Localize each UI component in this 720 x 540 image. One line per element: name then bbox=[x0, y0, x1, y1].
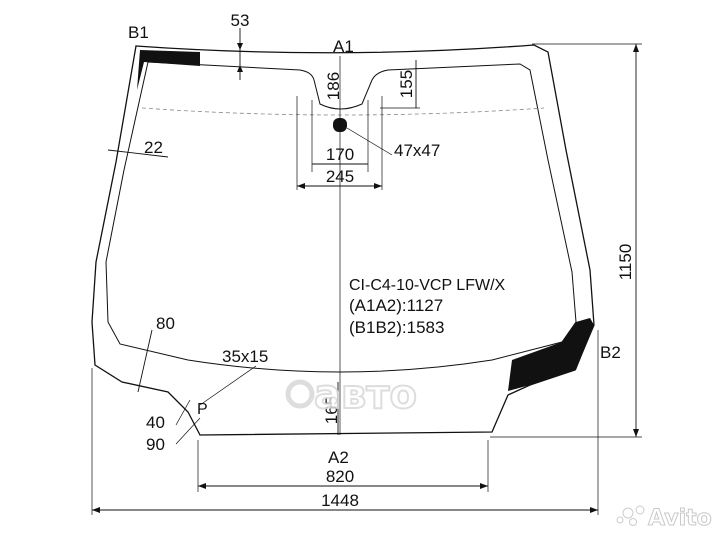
dim-90-leader bbox=[175, 417, 201, 445]
dim-22-line bbox=[107, 149, 169, 158]
frit-top-left bbox=[137, 50, 200, 90]
dim-80-line bbox=[137, 329, 153, 393]
dim-820-label: 820 bbox=[326, 467, 354, 486]
point-b2-label: B2 bbox=[600, 343, 621, 362]
dim-80-label: 80 bbox=[156, 314, 175, 333]
spec-b1b2: (B1B2):1583 bbox=[349, 318, 444, 337]
arrow-down-icon bbox=[237, 43, 243, 50]
watermark-center: авто bbox=[285, 371, 418, 419]
sensor-size-label: 47x47 bbox=[394, 141, 440, 160]
arrow-right-icon bbox=[480, 483, 488, 489]
point-b1-label: B1 bbox=[128, 23, 149, 42]
avito-brand-text: Avito bbox=[648, 506, 712, 531]
dim-245-label: 245 bbox=[326, 167, 354, 186]
watermark-center-text: авто bbox=[314, 372, 417, 418]
arrow-left-icon bbox=[92, 507, 100, 513]
dim-53-label: 53 bbox=[231, 11, 250, 30]
dim-1448-label: 1448 bbox=[321, 491, 359, 510]
spec-a1a2: (A1A2):1127 bbox=[349, 296, 443, 315]
dim-40-leader bbox=[175, 399, 191, 426]
arrow-right-icon bbox=[374, 183, 382, 189]
stamp-leader bbox=[199, 365, 257, 406]
dim-165-label: 165 bbox=[322, 396, 341, 424]
point-a2-label: A2 bbox=[328, 448, 349, 467]
windshield-inner-edge bbox=[105, 61, 577, 373]
arrow-up-icon bbox=[633, 44, 639, 52]
dim-155-label: 155 bbox=[397, 70, 416, 98]
windshield-outline bbox=[91, 44, 595, 436]
dim-186-label: 186 bbox=[324, 72, 343, 100]
dim-40-label: 40 bbox=[146, 413, 165, 432]
arrow-right-icon bbox=[590, 507, 598, 513]
sensor-leader bbox=[346, 127, 393, 156]
shade-band-line bbox=[141, 107, 545, 116]
point-a1-label: A1 bbox=[333, 37, 354, 56]
avito-dot-icon bbox=[616, 516, 624, 524]
arrow-down-icon bbox=[633, 429, 639, 437]
dim-170-label: 170 bbox=[326, 145, 354, 164]
frit-right bbox=[508, 318, 594, 391]
dim-90-label: 90 bbox=[146, 435, 165, 454]
overall-height-label: 1150 bbox=[616, 244, 635, 281]
dim-22-label: 22 bbox=[144, 138, 163, 157]
avito-dot-icon bbox=[622, 507, 634, 519]
watermark-logo-icon bbox=[285, 379, 315, 409]
avito-dot-icon bbox=[635, 505, 645, 515]
arrow-left-icon bbox=[198, 483, 206, 489]
avito-watermark: Avito bbox=[616, 505, 712, 532]
stamp-mark-icon: P bbox=[197, 401, 208, 418]
arrow-up-icon bbox=[237, 65, 243, 72]
stamp-size-label: 35x15 bbox=[222, 347, 268, 366]
arrow-left-icon bbox=[297, 183, 305, 189]
spec-code: CI-C4-10-VCP LFW/X bbox=[349, 277, 506, 294]
avito-dot-icon bbox=[629, 518, 637, 526]
